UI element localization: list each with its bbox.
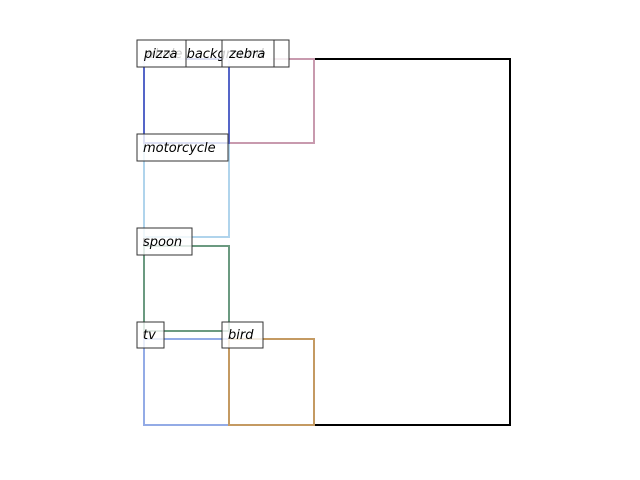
box-bird (228, 338, 315, 426)
label-spoon: spoon (136, 227, 193, 256)
label-tv-text: tv (143, 328, 156, 343)
label-motorcycle-text: motorcycle (143, 141, 216, 156)
label-motorcycle: motorcycle (136, 133, 229, 162)
label-bird: bird (221, 321, 264, 349)
label-zebra: zebra (221, 39, 275, 68)
label-tv: tv (136, 321, 165, 349)
box-zebra (228, 58, 315, 144)
box-image-background (143, 58, 511, 426)
label-zebra-text: zebra (228, 47, 265, 62)
label-bird-text: bird (228, 328, 254, 343)
box-tv (143, 338, 230, 426)
label-pizza: pizza (136, 39, 187, 68)
box-pizza (143, 58, 230, 144)
label-pizza-text: pizza (143, 47, 178, 62)
box-spoon (143, 245, 230, 332)
label-spoon-text: spoon (143, 235, 182, 250)
